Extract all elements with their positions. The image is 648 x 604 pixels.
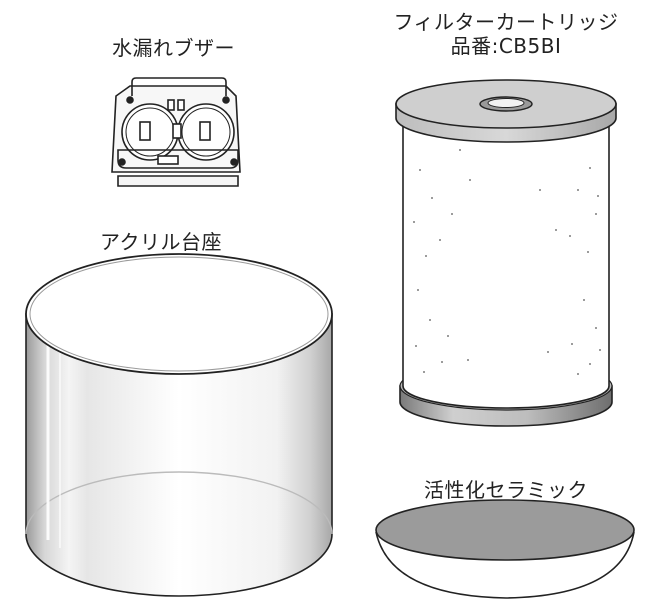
filter-cartridge-name: フィルターカートリッジ — [393, 10, 619, 34]
acrylic-base-label: アクリル台座 — [100, 230, 222, 254]
ceramic-label: 活性化セラミック — [424, 478, 588, 502]
acrylic-base-illustration — [25, 253, 333, 597]
buzzer-illustration — [111, 77, 241, 187]
filter-texture — [413, 149, 601, 375]
ceramic-dish-illustration — [375, 499, 635, 599]
filter-cartridge-label: フィルターカートリッジ 品番:CB5BI — [380, 10, 632, 58]
filter-part-number: 品番:CB5BI — [450, 34, 562, 58]
buzzer-label: 水漏れブザー — [112, 36, 235, 60]
filter-cartridge-illustration — [395, 79, 617, 427]
